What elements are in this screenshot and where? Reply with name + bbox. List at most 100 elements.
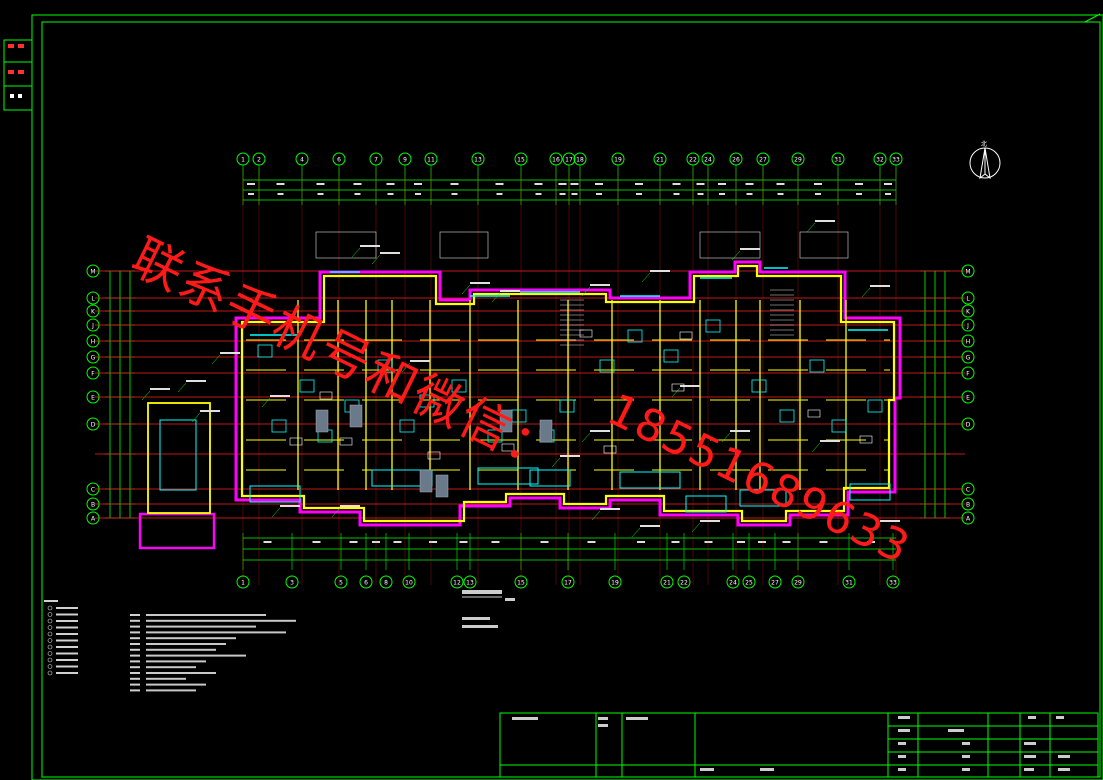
dimension-text-top xyxy=(636,193,642,195)
dimension-text-top xyxy=(697,193,704,195)
dimension-text-top xyxy=(595,183,603,185)
axis-bubble xyxy=(86,511,100,525)
annotation-leader xyxy=(271,507,281,518)
note-index xyxy=(130,631,140,634)
axis-bubble xyxy=(961,334,975,348)
legend-text xyxy=(56,613,78,616)
axis-bubble xyxy=(86,318,100,332)
annotation-text xyxy=(815,220,835,222)
room-details xyxy=(141,220,900,538)
corner-mark xyxy=(1084,13,1101,23)
axis-bubble xyxy=(842,575,856,589)
legend-symbol xyxy=(47,664,53,669)
legend-title xyxy=(44,600,58,602)
room-tag xyxy=(859,435,873,444)
dimension-text-top xyxy=(745,183,754,185)
legend-symbol xyxy=(47,618,53,624)
dimension-text-top xyxy=(386,183,395,185)
axis-bubble-label: 18 xyxy=(576,157,584,164)
entry-canopy xyxy=(439,231,489,259)
axis-bubble-label: 6 xyxy=(337,157,341,164)
legend-symbol xyxy=(47,612,53,617)
axis-bubble-label: 11 xyxy=(427,157,435,164)
annotation-leader xyxy=(177,382,187,393)
axis-bubble-label: L xyxy=(966,296,970,303)
dimension-text-top xyxy=(672,183,681,185)
axis-bubble-label: M xyxy=(90,269,95,276)
annotation-text xyxy=(560,455,580,457)
bath-fixture xyxy=(435,474,449,498)
axis-bubble-label: D xyxy=(91,422,96,429)
fixture xyxy=(299,379,315,393)
axis-bubble-label: 31 xyxy=(834,157,842,164)
note-line xyxy=(146,614,266,616)
annotation-leader xyxy=(211,354,221,365)
annotation-text xyxy=(500,290,520,292)
dimension-text-bottom xyxy=(540,541,549,543)
axis-bubble-label: D xyxy=(966,422,971,429)
bath-fixture xyxy=(539,419,553,443)
axis-bubble xyxy=(961,511,975,525)
axis-bubble-label: 25 xyxy=(745,580,753,587)
north-arrow-icon xyxy=(969,147,1001,180)
axis-bubble xyxy=(677,575,691,589)
room-tag xyxy=(671,383,685,392)
legend-symbol xyxy=(47,631,53,637)
axis-bubble-label: 24 xyxy=(729,580,737,587)
axis-bubble xyxy=(86,417,100,431)
axis-bubble xyxy=(961,482,975,496)
axis-bubble-label: 22 xyxy=(689,157,697,164)
axis-bubble-label: 7 xyxy=(374,157,378,164)
annotation-leader xyxy=(671,387,681,398)
balcony xyxy=(685,495,727,513)
annotation-text xyxy=(880,520,900,522)
dimension-text-top xyxy=(696,183,705,185)
axis-bubble-label: E xyxy=(91,395,95,402)
dimension-text-top xyxy=(856,193,862,195)
annotation-leader xyxy=(491,292,501,303)
stair-tower-outline xyxy=(138,512,216,550)
drawing-inner-frame xyxy=(41,21,1101,778)
fixture xyxy=(399,419,415,433)
axis-bubble-label: H xyxy=(91,339,96,346)
fixture xyxy=(779,409,795,423)
annotation-leader xyxy=(331,507,341,518)
building-boundary xyxy=(138,260,902,550)
legend-text xyxy=(56,672,78,674)
axis-bubble xyxy=(86,291,100,305)
annotation-leader xyxy=(721,432,731,443)
legend-symbol xyxy=(47,638,53,643)
bath-fixture xyxy=(349,404,363,428)
annotation-text xyxy=(730,430,750,432)
legend-symbol xyxy=(47,625,53,630)
axis-bubble xyxy=(791,575,805,589)
axis-bubble-label: L xyxy=(91,296,95,303)
axis-bubble-label: H xyxy=(966,339,971,346)
building-outline xyxy=(234,260,902,527)
fixture xyxy=(831,419,847,433)
wall-layout xyxy=(147,264,896,523)
axis-bubble-label: 17 xyxy=(564,580,572,587)
bath-fixture xyxy=(499,409,513,433)
annotation-text xyxy=(200,410,220,412)
axis-bubble-label: 3 xyxy=(290,580,294,587)
dimension-text-top xyxy=(719,193,725,195)
note-index xyxy=(130,619,140,622)
dimension-text-top xyxy=(635,183,643,185)
axis-bubble-label: 1 xyxy=(241,580,245,587)
dimension-text-top xyxy=(414,183,422,185)
axis-bubble xyxy=(660,575,674,589)
fixture xyxy=(627,329,643,343)
note-index xyxy=(130,683,140,686)
axis-bubble-label: 13 xyxy=(466,580,474,587)
axis-bubble-label: 9 xyxy=(403,157,407,164)
fixture xyxy=(599,359,615,373)
axis-bubble xyxy=(86,350,100,364)
axis-bubble-label: 19 xyxy=(611,580,619,587)
dimension-text-top xyxy=(673,193,680,195)
annotation-leader xyxy=(871,522,881,533)
note-index xyxy=(130,672,140,674)
room-tag xyxy=(501,443,515,452)
note-line xyxy=(146,660,206,663)
dimension-text-top xyxy=(596,193,602,195)
